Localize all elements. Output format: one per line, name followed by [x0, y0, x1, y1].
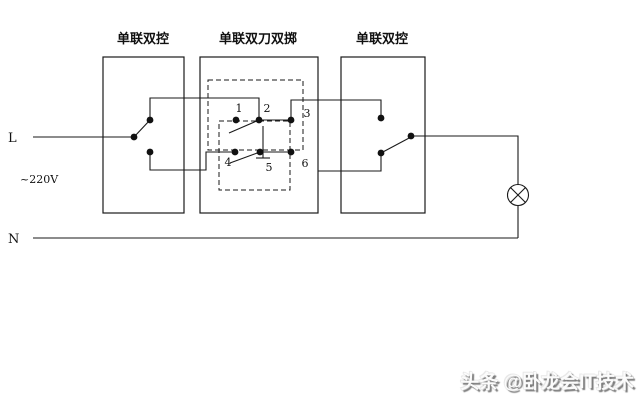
right-switch-blade — [380, 136, 412, 154]
terminal-dot-2 — [255, 116, 263, 124]
dpdt-upper-dashed-frame — [207, 79, 304, 151]
top-traveler-wire — [149, 97, 260, 120]
bottom-output-wire — [318, 153, 382, 172]
dpdt-lower-dashed-frame — [218, 120, 291, 191]
dpdt-top-blade — [228, 119, 260, 134]
live-label: L — [8, 131, 17, 146]
terminal-dot — [377, 114, 385, 122]
right-box-label: 单联双控 — [356, 31, 408, 46]
bottom-traveler-wire — [149, 151, 235, 171]
neutral-label: N — [8, 232, 19, 247]
terminal-dot — [407, 132, 415, 140]
terminal-dot-4 — [231, 148, 239, 156]
terminal-dot — [146, 148, 154, 156]
right-switch-box — [340, 56, 426, 214]
terminal-dot-1 — [232, 116, 240, 124]
terminal-label-6: 6 — [302, 157, 309, 170]
connection-dots — [130, 114, 415, 157]
terminal-label-1: 1 — [236, 102, 243, 115]
lamp-cross-stroke — [510, 187, 526, 203]
left-switch-box — [102, 56, 185, 214]
terminal-dot-3 — [287, 116, 295, 124]
terminal-label-3: 3 — [304, 107, 311, 120]
terminal-label-4: 4 — [225, 156, 232, 169]
terminal-dot — [146, 116, 154, 124]
terminal-dot-6 — [287, 148, 295, 156]
lamp-circle-cross-icon — [506, 183, 530, 207]
wires — [33, 97, 519, 239]
terminal-label-2: 2 — [264, 102, 271, 115]
middle-switch-box — [199, 56, 319, 214]
lamp-circle — [506, 183, 530, 207]
toutiao-watermark: 头条 @卧龙会IT技术 — [460, 370, 634, 393]
voltage-label: ~220V — [20, 173, 59, 186]
middle-box-label: 单联双刀双掷 — [219, 31, 297, 46]
dpdt-housing-dashed-outlines — [207, 79, 304, 191]
dpdt-bottom-blade — [229, 151, 261, 164]
left-switch-blade — [133, 119, 151, 138]
lamp-feed-wire — [411, 135, 519, 185]
terminal-dot — [377, 149, 385, 157]
terminal-dot-5 — [256, 148, 264, 156]
top-output-wire — [290, 99, 382, 120]
terminal-label-5: 5 — [266, 161, 273, 174]
terminal-dot — [130, 133, 138, 141]
left-box-label: 单联双控 — [117, 31, 169, 46]
